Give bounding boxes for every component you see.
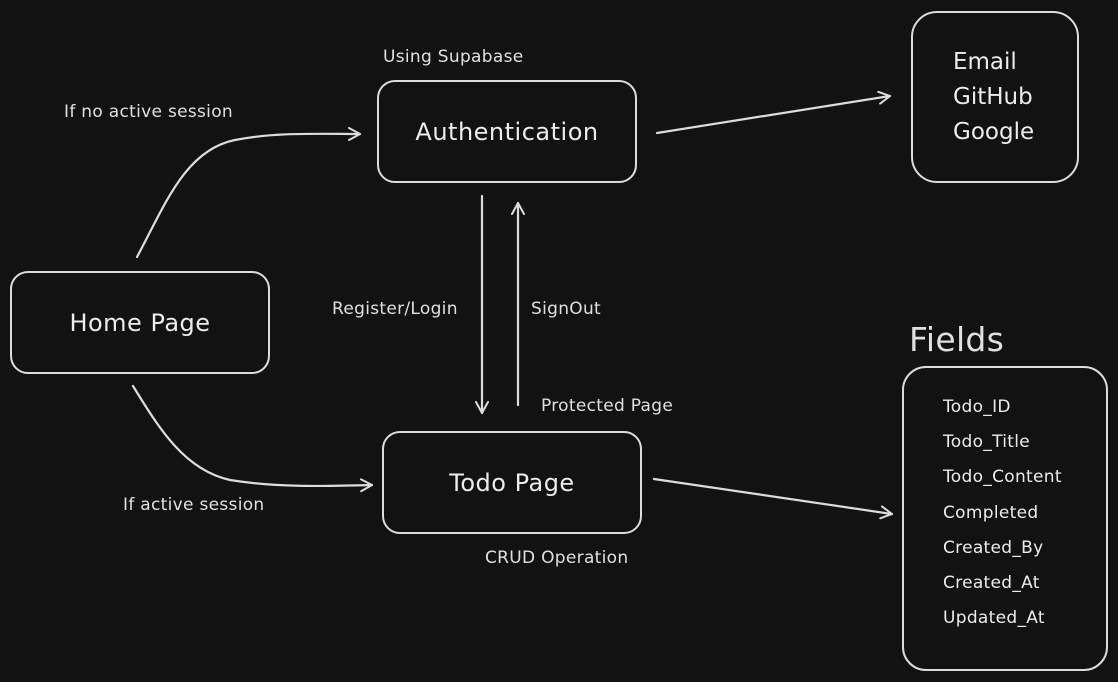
field-item: Todo_Content	[943, 467, 1062, 488]
field-item: Todo_Title	[943, 432, 1031, 453]
provider-item: GitHub	[953, 83, 1033, 110]
auth-providers-list: Email GitHub Google	[953, 45, 1034, 150]
home-page-node: Home Page	[10, 271, 270, 374]
field-item: Updated_At	[943, 608, 1045, 629]
todo-page-label: Todo Page	[449, 468, 575, 497]
authentication-node: Authentication	[377, 80, 637, 183]
fields-list: Todo_ID Todo_Title Todo_Content Complete…	[943, 390, 1062, 636]
crud-operation-note: CRUD Operation	[485, 548, 629, 568]
provider-item: Email	[953, 48, 1017, 75]
field-item: Completed	[943, 502, 1039, 523]
fields-title: Fields	[909, 320, 1005, 359]
field-item: Created_At	[943, 573, 1040, 594]
field-item: Todo_ID	[943, 397, 1011, 417]
protected-page-note: Protected Page	[541, 396, 674, 416]
edge-home-to-todo	[131, 384, 374, 493]
edge-home-to-authentication	[135, 126, 362, 259]
provider-item: Google	[953, 118, 1035, 145]
field-item: Created_By	[943, 537, 1044, 558]
register-login-edge-label: Register/Login	[332, 299, 458, 319]
auth-providers-node: Email GitHub Google	[911, 11, 1079, 183]
authentication-label: Authentication	[415, 117, 599, 146]
edge-todo-to-fields	[652, 477, 894, 520]
edge-authentication-to-providers	[655, 90, 892, 135]
fields-node: Todo_ID Todo_Title Todo_Content Complete…	[902, 366, 1108, 671]
supabase-note: Using Supabase	[383, 47, 524, 67]
todo-page-node: Todo Page	[382, 431, 642, 534]
signout-edge-label: SignOut	[531, 299, 602, 319]
home-page-label: Home Page	[69, 308, 211, 337]
no-session-edge-label: If no active session	[64, 102, 233, 122]
active-session-edge-label: If active session	[123, 495, 265, 515]
